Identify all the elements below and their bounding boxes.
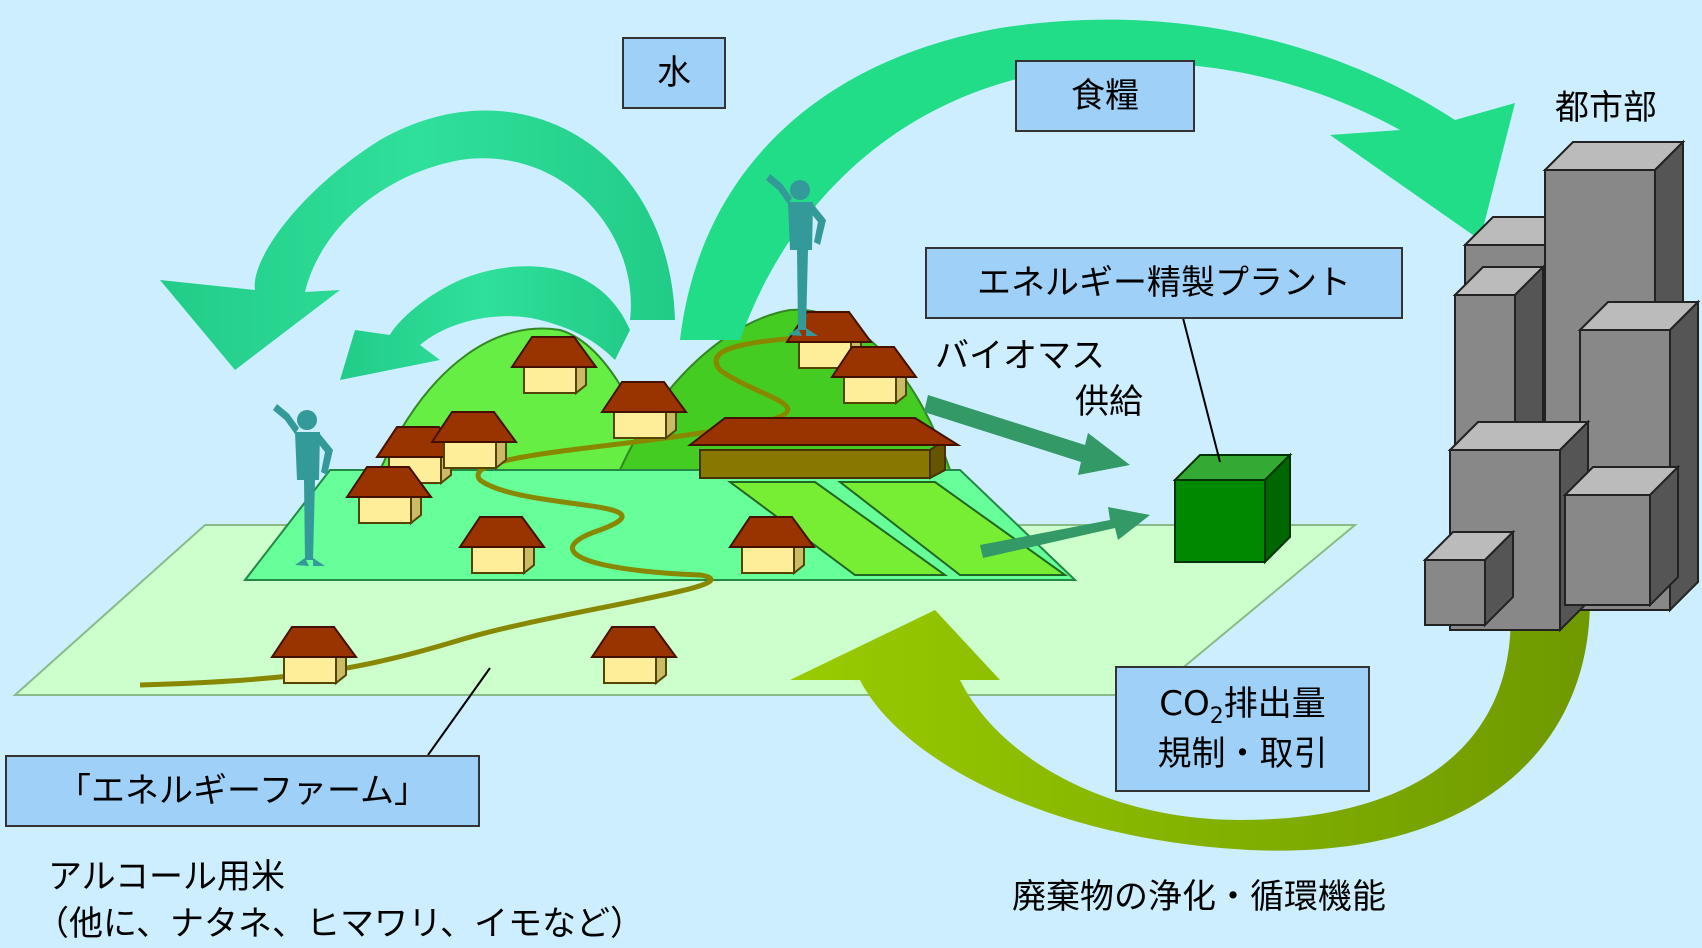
- energy-farm-label: 「エネルギーファーム」: [5, 755, 480, 827]
- people-layer: [273, 174, 826, 566]
- house: [510, 336, 598, 396]
- person-figure: [766, 174, 826, 336]
- co2-line1: CO2排出量: [1159, 682, 1326, 731]
- house: [830, 346, 918, 406]
- biomass-label-line1: バイオマス: [935, 336, 1105, 376]
- biomass-arrow-2: [980, 507, 1150, 558]
- house: [728, 516, 816, 576]
- water-label: 水: [622, 37, 726, 109]
- energy-plant-label: エネルギー精製プラント: [925, 247, 1403, 319]
- crop-label-line1: アルコール用米: [48, 857, 285, 897]
- energy-plant-box: [1172, 452, 1293, 565]
- large-barn: [687, 417, 962, 480]
- house: [600, 381, 688, 441]
- food-label: 食糧: [1015, 60, 1195, 132]
- co2-prefix: CO: [1159, 684, 1210, 725]
- house: [345, 466, 433, 526]
- waste-cycle-arrow: [790, 600, 1590, 851]
- water-arrow-inner: [340, 266, 630, 380]
- house: [430, 411, 518, 471]
- river: [139, 332, 841, 688]
- city-building: [1562, 464, 1681, 608]
- crop-label-line2: （他に、ナタネ、ヒマワリ、イモなど）: [35, 904, 644, 944]
- house: [590, 626, 678, 686]
- co2-rest: 排出量: [1223, 684, 1326, 725]
- food-arrow: [680, 19, 1515, 340]
- waste-label: 廃棄物の浄化・循環機能: [1012, 877, 1386, 917]
- water-arrow-outer: [160, 110, 675, 371]
- biomass-arrow-1: [924, 395, 1130, 475]
- city-label: 都市部: [1555, 88, 1657, 128]
- person-figure: [273, 404, 333, 566]
- co2-label: CO2排出量 規制・取引: [1115, 666, 1370, 792]
- city-buildings: [1422, 139, 1701, 633]
- rice-paddy-1: [726, 481, 949, 576]
- farm-pointer-line: [427, 667, 491, 756]
- co2-subscript: 2: [1209, 704, 1224, 729]
- city-building: [1422, 529, 1516, 628]
- house: [270, 626, 358, 686]
- plant-pointer-line: [1182, 317, 1221, 463]
- co2-line2: 規制・取引: [1157, 733, 1328, 774]
- house: [458, 516, 546, 576]
- biomass-label-line2: 供給: [1075, 382, 1143, 422]
- houses-layer: [270, 311, 918, 686]
